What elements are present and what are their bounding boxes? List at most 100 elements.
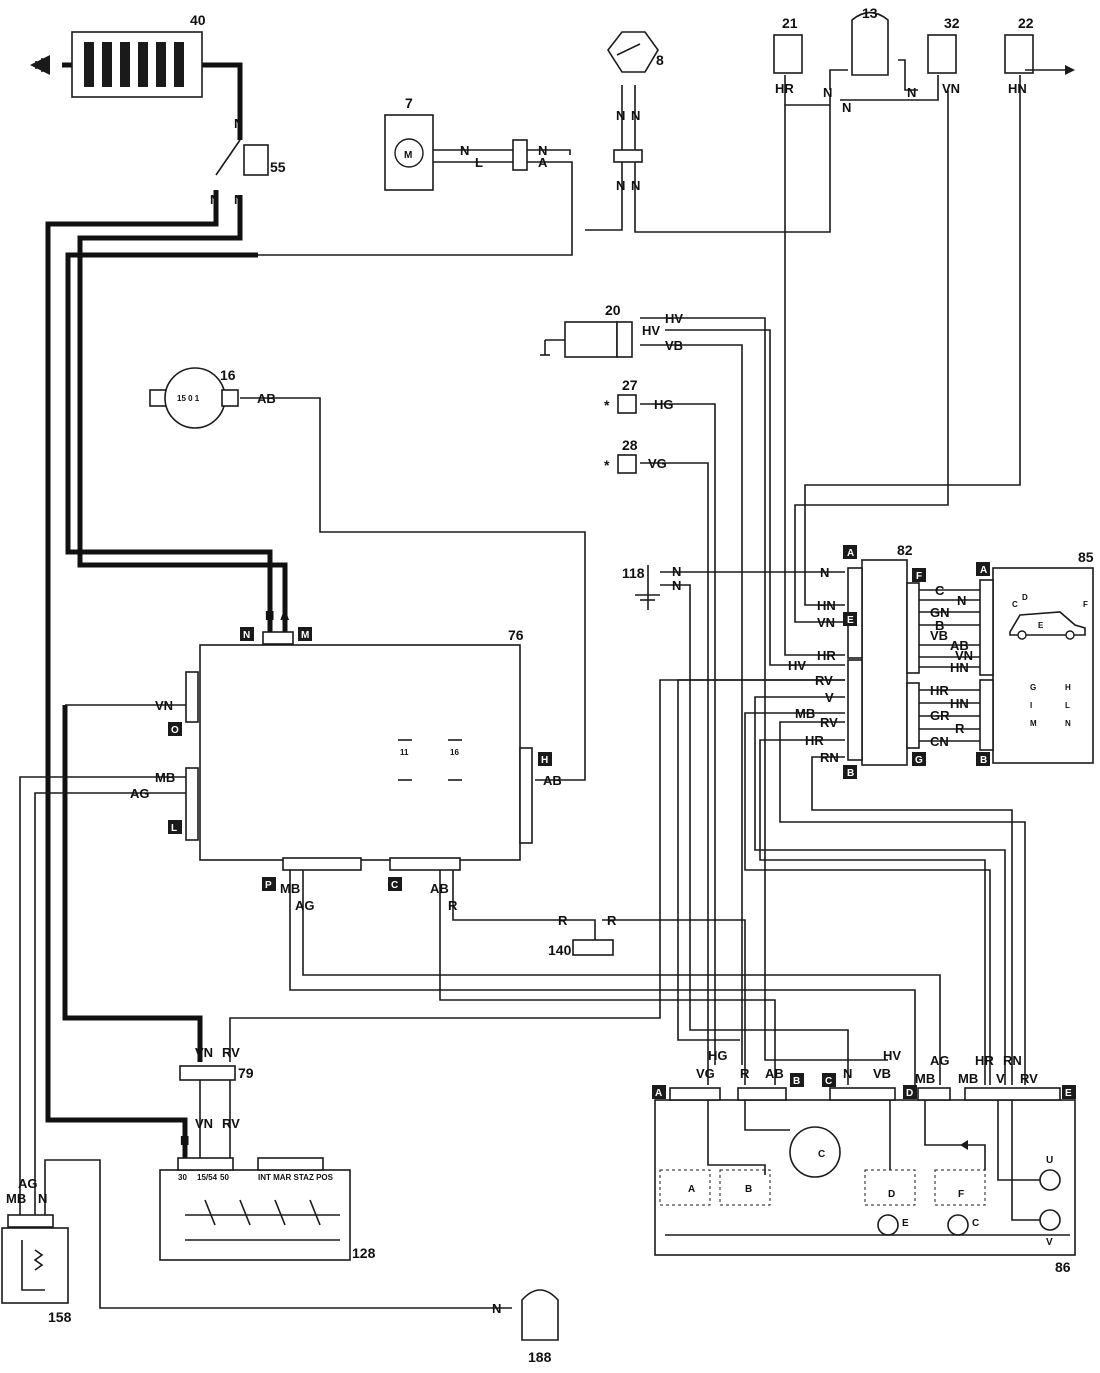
conn-76-M: M xyxy=(301,630,309,641)
conn-76-P: P xyxy=(265,880,272,891)
p85-i: I xyxy=(1030,701,1032,710)
p85-e: E xyxy=(1038,621,1044,630)
wire-label-vb-20: VB xyxy=(665,338,683,353)
cluster-86: 86 A B C D E VG HG R AB N HV VB AG MB MB… xyxy=(652,1048,1076,1275)
sw128-50: 50 xyxy=(220,1173,229,1182)
conn-82-B: B xyxy=(847,768,854,779)
label-7: 7 xyxy=(405,95,413,111)
wire-label-vg-28: VG xyxy=(648,456,667,471)
w76-vn: VN xyxy=(155,698,173,713)
w76-ab: AB xyxy=(543,773,562,788)
w86-mb2: MB xyxy=(958,1071,978,1086)
ignition-switch-128: 128 30 15/54 50 INT MAR STAZ POS xyxy=(159,1157,376,1261)
wire-label-n-13b: N xyxy=(842,100,851,115)
module-76: 76 N M N A VN O MB AG L H AB P MB AG C A… xyxy=(130,608,562,913)
conn-86-E: E xyxy=(1065,1088,1072,1099)
relay-21: 21 HR xyxy=(773,15,803,96)
sensor-188: 188 N xyxy=(492,1289,559,1365)
label-86: 86 xyxy=(1055,1259,1071,1275)
w82-rv2: RV xyxy=(820,715,838,730)
wire-label-hv-20a: HV xyxy=(665,311,683,326)
motor-symbol: M xyxy=(404,150,412,161)
conn-82-F: F xyxy=(916,571,922,582)
connector-140: 140 R R xyxy=(548,913,617,958)
w76-mb2: MB xyxy=(280,881,300,896)
fuse-11: 11 xyxy=(400,748,409,757)
w86-v: V xyxy=(996,1071,1005,1086)
relay-32: 32 VN xyxy=(927,15,960,96)
battery-40: 40 xyxy=(30,12,206,98)
asterisk-28: * xyxy=(604,457,610,473)
w85-ab: AB xyxy=(950,638,969,653)
sw128-1554: 15/54 xyxy=(197,1173,218,1182)
p86-d: D xyxy=(888,1189,895,1200)
w86-hr: HR xyxy=(975,1053,994,1068)
wire-label-ab-16: AB xyxy=(257,391,276,406)
w85-r: R xyxy=(955,721,965,736)
w140-r2: R xyxy=(607,913,617,928)
p86-a: A xyxy=(688,1184,695,1195)
connector-79: 79 VN RV VN RV N xyxy=(179,1045,254,1148)
wire-label-n-118b: N xyxy=(672,578,681,593)
w82-gn: GN xyxy=(930,605,950,620)
w76-ag2: AG xyxy=(295,898,315,913)
w79-vn: VN xyxy=(195,1045,213,1060)
conn-86-B: B xyxy=(793,1076,800,1087)
w76-n: N xyxy=(265,608,274,623)
label-118: 118 xyxy=(622,565,645,581)
w76-ag: AG xyxy=(130,786,150,801)
conn-76-N: N xyxy=(243,630,250,641)
sensor-28: * 28 VG xyxy=(604,437,667,474)
sw128-row: INT MAR STAZ POS xyxy=(258,1173,334,1182)
wire-label-n-118a: N xyxy=(672,564,681,579)
wire-label-n-8d: N xyxy=(631,178,640,193)
main-power-wires xyxy=(45,62,288,1158)
label-85: 85 xyxy=(1078,549,1094,565)
w82-hn: HN xyxy=(817,598,836,613)
relay-13: 13 N N N xyxy=(823,5,916,115)
conn-85-B: B xyxy=(980,755,987,766)
wire-label-n-55a: N xyxy=(234,116,243,131)
signal-wires xyxy=(19,59,1026,1309)
conn-76-H: H xyxy=(541,755,548,766)
w85-hn: HN xyxy=(950,660,969,675)
w158-n: N xyxy=(38,1191,47,1206)
w76-r: R xyxy=(448,898,458,913)
p86-gauge-c: C xyxy=(818,1149,825,1160)
wire-label-n-7: N xyxy=(460,143,469,158)
w86-vb: VB xyxy=(873,1066,891,1081)
conn-76-O: O xyxy=(171,725,179,736)
label-13: 13 xyxy=(862,5,878,21)
w140-r1: R xyxy=(558,913,568,928)
conn-76-C: C xyxy=(391,880,398,891)
w79-n: N xyxy=(180,1133,189,1148)
p86-v: V xyxy=(1046,1237,1053,1248)
relay-22: 22 HN xyxy=(1004,15,1075,96)
wire-label-n-13a: N xyxy=(823,85,832,100)
label-8: 8 xyxy=(656,52,664,68)
w188-n: N xyxy=(492,1301,501,1316)
label-82: 82 xyxy=(897,542,913,558)
conn-76-L: L xyxy=(171,823,177,834)
wire-label-hn-22: HN xyxy=(1008,81,1027,96)
w86-mb: MB xyxy=(915,1071,935,1086)
w76-ab2: AB xyxy=(430,881,449,896)
wire-label-l-7: L xyxy=(475,155,483,170)
w82-mb: MB xyxy=(795,706,815,721)
label-16: 16 xyxy=(220,367,236,383)
ground-118: 118 N N xyxy=(622,564,681,610)
wire-label-a-7: A xyxy=(538,155,548,170)
w79-rv: RV xyxy=(222,1045,240,1060)
label-128: 128 xyxy=(352,1245,376,1261)
conn-86-C: C xyxy=(825,1076,832,1087)
label-21: 21 xyxy=(782,15,798,31)
w82-b: B xyxy=(935,618,944,633)
wire-label-n-8b: N xyxy=(631,108,640,123)
sensor-27: * 27 HG xyxy=(604,377,674,414)
conn-86-D: D xyxy=(906,1088,913,1099)
w79-rv2: RV xyxy=(222,1116,240,1131)
w82-gr: GR xyxy=(930,708,950,723)
w86-hv: HV xyxy=(883,1048,901,1063)
wire-label-n-55b: N xyxy=(210,192,219,207)
wire-label-n-55c: N xyxy=(234,192,243,207)
